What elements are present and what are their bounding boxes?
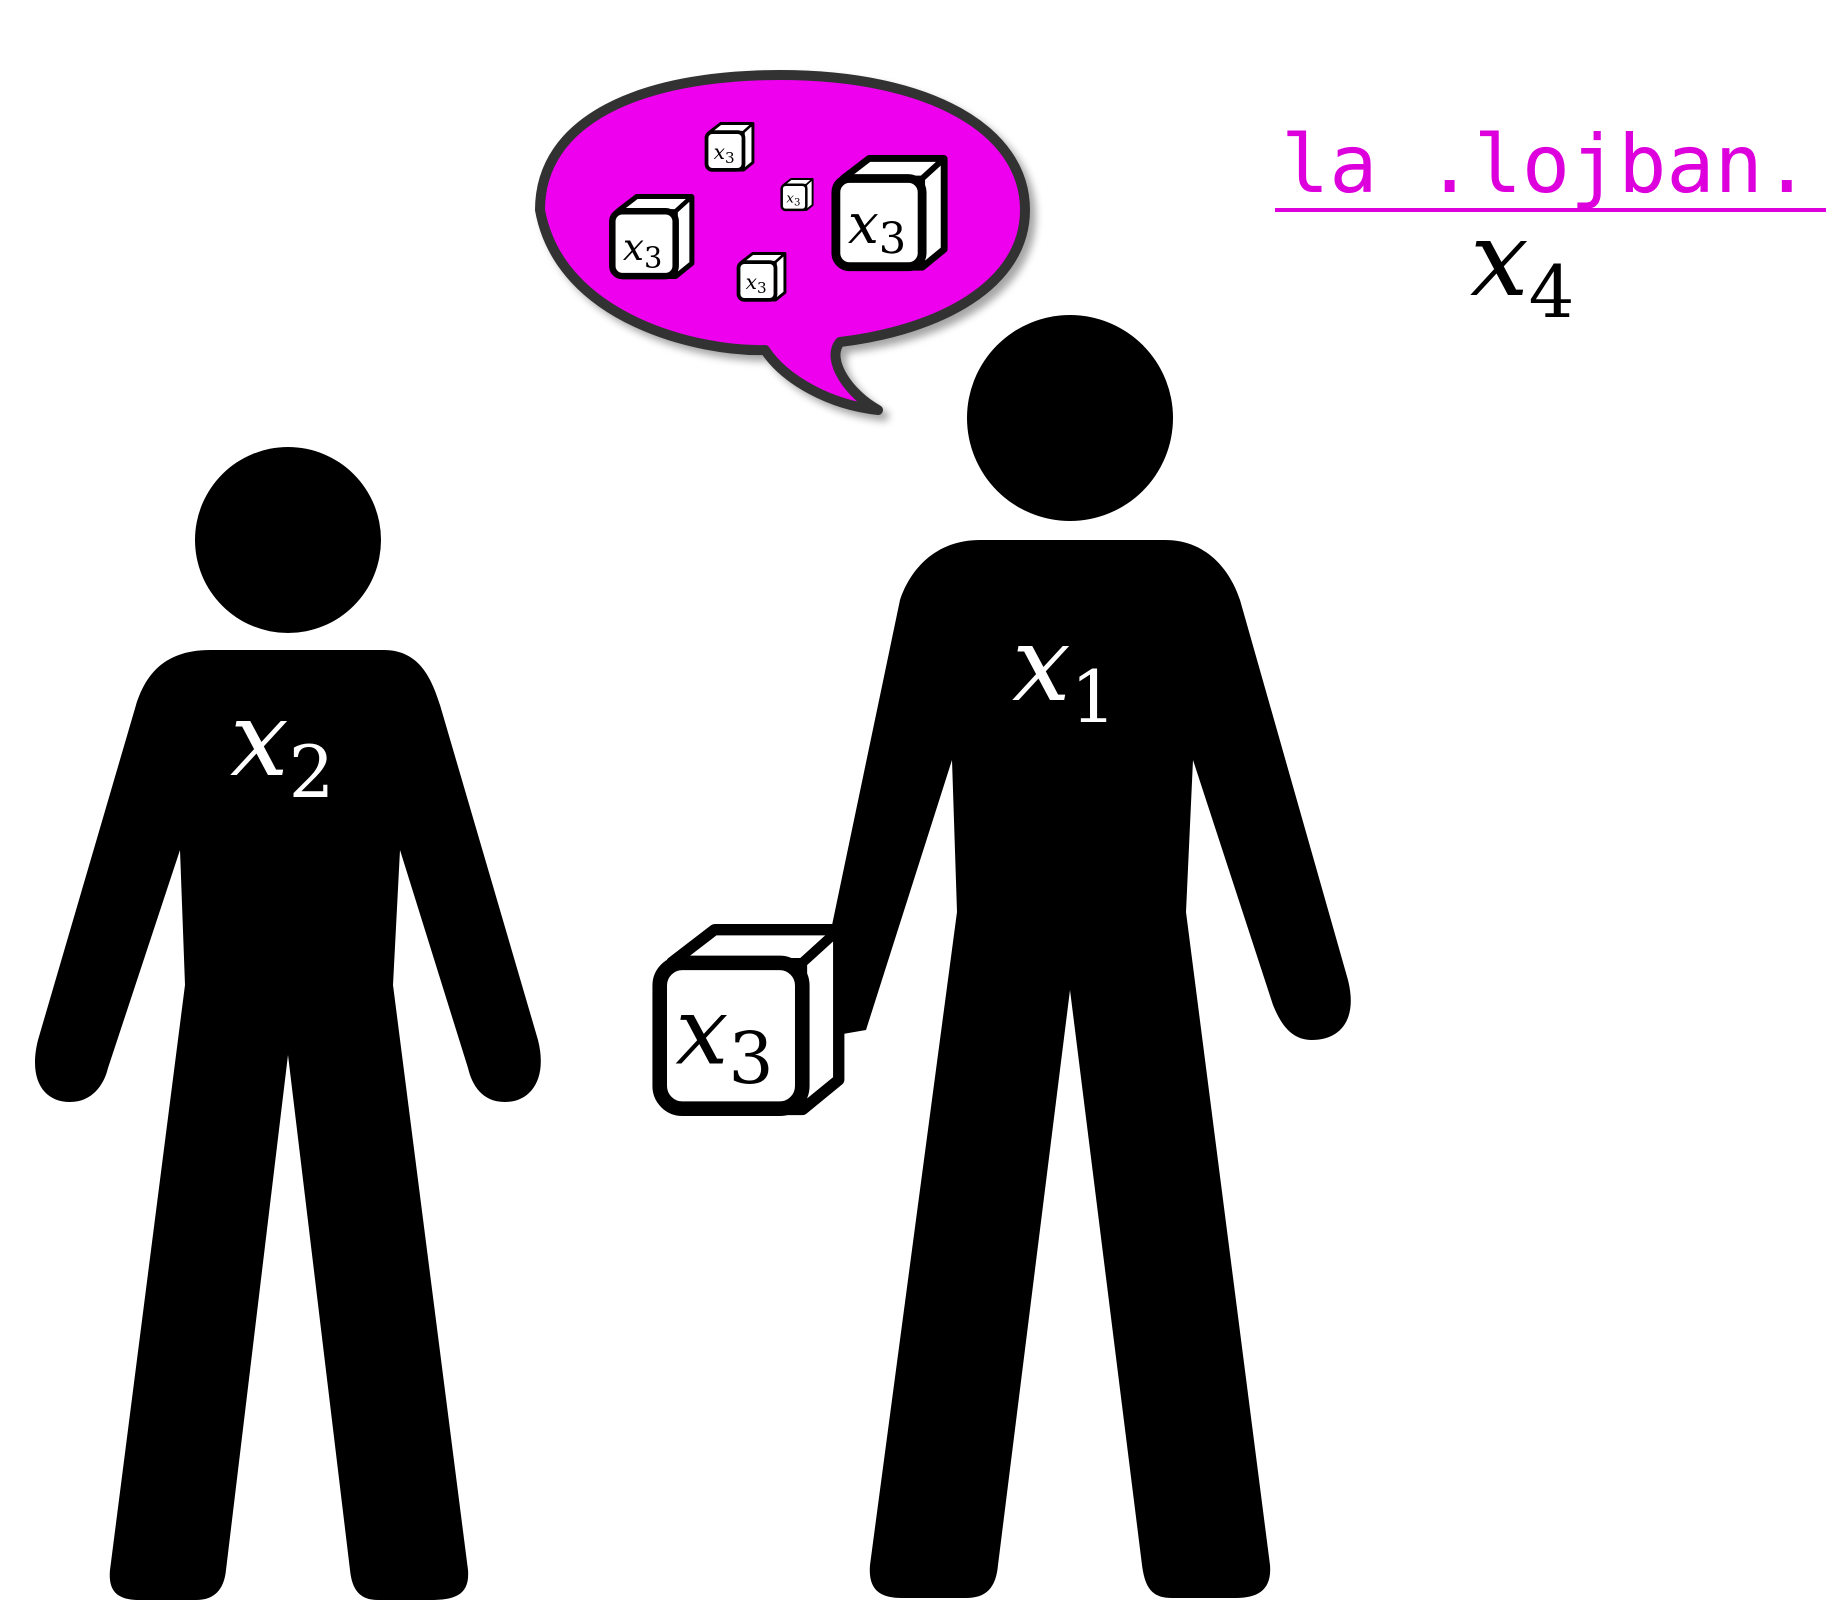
listener-head: [195, 447, 381, 633]
thought-cube-small-top: x3: [704, 121, 755, 172]
held-cube-label: x3: [675, 977, 773, 1099]
language-place-label: x4: [1470, 198, 1574, 334]
speaker-head: [967, 315, 1173, 521]
language-label: la .lojban.: [1281, 118, 1811, 211]
svg-text:x3: x3: [623, 225, 662, 274]
thought-cube-small-bottom: x3: [736, 251, 787, 302]
listener-label: x2: [230, 678, 334, 814]
thought-cube-large: x3: [836, 159, 944, 267]
speaker-figure: x1: [808, 315, 1351, 1598]
listener-figure: x2: [34, 447, 541, 1600]
listener-body: [34, 650, 541, 1600]
thought-cube-tiny: x3: [780, 177, 814, 212]
language-group: la .lojban. x4: [1275, 118, 1826, 334]
thought-cube-medium: x3: [612, 197, 691, 276]
cube-icon: x3: [660, 930, 838, 1108]
speaker-label: x1: [1012, 603, 1116, 739]
speaker-body: [808, 540, 1351, 1598]
